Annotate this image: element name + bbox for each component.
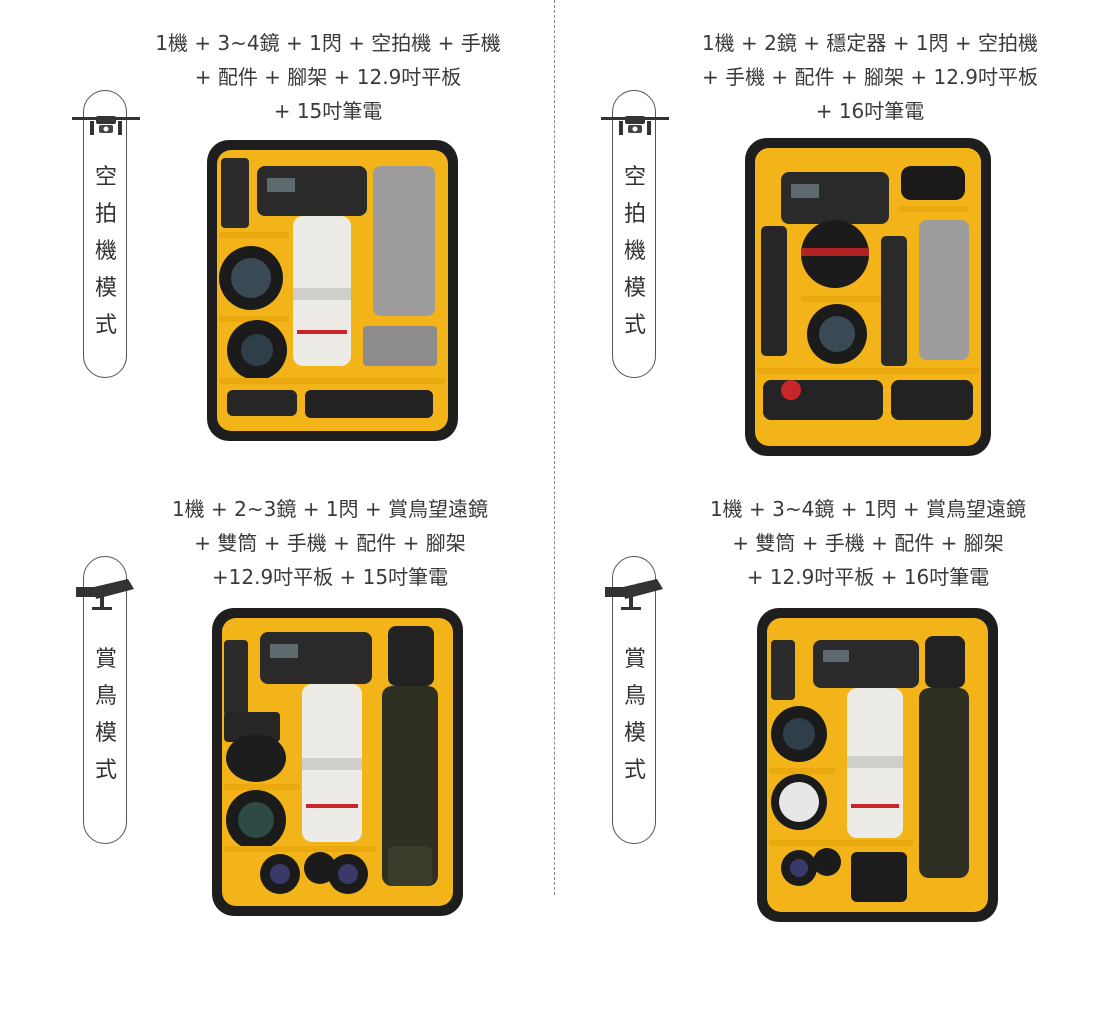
panel-caption: 1機 + 2~3鏡 + 1閃 + 賞鳥望遠鏡 + 雙筒 + 手機 + 配件 + … bbox=[171, 497, 489, 589]
center-divider bbox=[554, 0, 555, 895]
pouch-item bbox=[901, 166, 965, 200]
spotting-scope-item bbox=[925, 636, 965, 688]
mode-label: 空 拍 機 模 式 bbox=[623, 165, 646, 338]
camera-bag-image bbox=[745, 138, 991, 456]
spotting-scope-icon bbox=[76, 579, 134, 610]
mode-pill-birding: 賞 鳥 模 式 bbox=[76, 556, 134, 844]
spotting-scope-icon bbox=[605, 579, 663, 610]
strap-item bbox=[771, 640, 795, 700]
panel-birding-16: 1機 + 3~4鏡 + 1閃 + 賞鳥望遠鏡 + 雙筒 + 手機 + 配件 + … bbox=[555, 470, 1110, 940]
mode-pill-drone: 空 拍 機 模 式 bbox=[601, 90, 669, 378]
drone-item bbox=[373, 166, 435, 316]
stabilizer-item bbox=[881, 236, 907, 366]
spotting-scope-item bbox=[388, 626, 434, 686]
mode-pill-birding: 賞 鳥 模 式 bbox=[605, 556, 663, 844]
panel-caption: 1機 + 3~4鏡 + 1閃 + 空拍機 + 手機 + 配件 + 腳架 + 12… bbox=[155, 31, 501, 123]
flash-item bbox=[221, 158, 249, 228]
drone-icon bbox=[601, 116, 669, 135]
panel-caption: 1機 + 2鏡 + 穩定器 + 1閃 + 空拍機 + 手機 + 配件 + 腳架 … bbox=[701, 31, 1039, 123]
mode-label: 賞 鳥 模 式 bbox=[94, 647, 117, 783]
camera-bag-image bbox=[757, 608, 998, 922]
panel-drone-15: 1機 + 3~4鏡 + 1閃 + 空拍機 + 手機 + 配件 + 腳架 + 12… bbox=[0, 0, 555, 470]
batteries-item bbox=[363, 326, 437, 366]
charger-item bbox=[224, 712, 280, 742]
stabilizer-handle bbox=[763, 380, 883, 420]
panel-caption: 1機 + 3~4鏡 + 1閃 + 賞鳥望遠鏡 + 雙筒 + 手機 + 配件 + … bbox=[709, 497, 1027, 589]
phone-item bbox=[224, 640, 248, 716]
mode-label: 賞 鳥 模 式 bbox=[623, 647, 646, 783]
camera-body bbox=[813, 640, 919, 688]
accessory-item bbox=[305, 390, 433, 418]
drone-icon bbox=[72, 116, 140, 135]
panel-drone-16: 1機 + 2鏡 + 穩定器 + 1閃 + 空拍機 + 手機 + 配件 + 腳架 … bbox=[555, 0, 1110, 470]
drone-item bbox=[919, 220, 969, 360]
mode-pill-drone: 空 拍 機 模 式 bbox=[72, 90, 140, 378]
flash-item bbox=[891, 380, 973, 420]
camera-bag-image bbox=[207, 140, 458, 441]
phone-item bbox=[761, 226, 787, 356]
cable-item bbox=[227, 390, 297, 416]
pouch-item bbox=[226, 734, 286, 782]
panel-birding-15: 1機 + 2~3鏡 + 1閃 + 賞鳥望遠鏡 + 雙筒 + 手機 + 配件 + … bbox=[0, 470, 555, 940]
mode-label: 空 拍 機 模 式 bbox=[94, 165, 117, 338]
flash-item bbox=[851, 852, 907, 902]
camera-bag-image bbox=[212, 608, 463, 916]
